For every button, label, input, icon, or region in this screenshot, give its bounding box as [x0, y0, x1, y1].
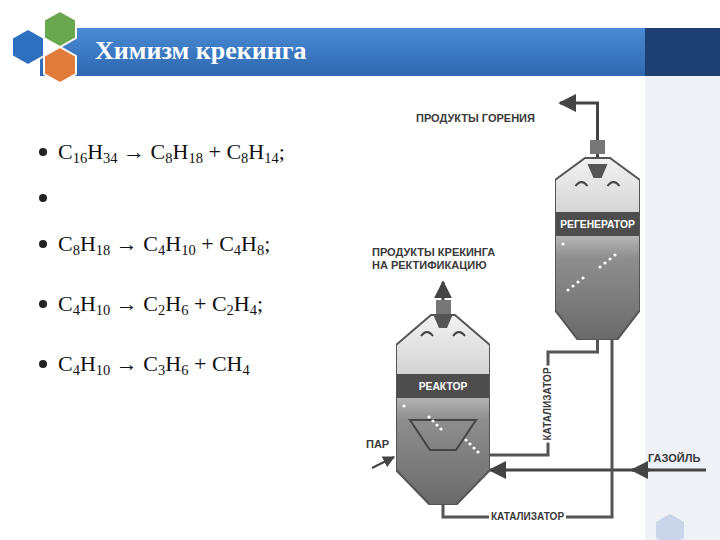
- steam-arrow: [372, 457, 394, 468]
- vessel-outline: [396, 300, 490, 505]
- regenerator-vessel: РЕГЕНЕРАТОР: [555, 150, 640, 340]
- slide-title: Химизм крекинга: [95, 33, 306, 69]
- catalyst-pipe: [490, 340, 598, 455]
- reaction-equation: C16H34 → C8H18 + C8H14;: [58, 139, 285, 165]
- bubble: [464, 438, 467, 441]
- bubble: [402, 404, 405, 407]
- reaction-equation: C4H10 → C3H6 + CH4: [58, 351, 250, 377]
- bubble: [566, 288, 569, 291]
- reactor-vessel: РЕАКТОР: [396, 300, 490, 505]
- bullet: [39, 194, 47, 202]
- title-bar: [40, 28, 645, 76]
- bubble: [613, 253, 616, 256]
- reaction-equation: C4H10 → C2H6 + C2H4;: [58, 291, 263, 317]
- bubble: [435, 423, 438, 426]
- flow-label: ПРОДУКТЫ КРЕКИНГА НА РЕКТИФИКАЦИЮ: [372, 246, 512, 272]
- bullet: [39, 300, 47, 308]
- bubble: [598, 265, 601, 268]
- bullet: [39, 240, 47, 248]
- bubble: [571, 284, 574, 287]
- bubble: [608, 257, 611, 260]
- bubble: [439, 427, 442, 430]
- gasoil-arrow: [632, 469, 650, 472]
- hex-corner: [656, 514, 684, 540]
- regenerator-top-nozzle: [590, 140, 605, 154]
- label-band: [397, 374, 489, 398]
- pipe-label: КАТАЛИЗАТОР: [489, 511, 566, 523]
- bullet: [39, 360, 47, 368]
- flow-label: ПРОДУКТЫ ГОРЕНИЯ: [416, 112, 596, 125]
- reactor-top-nozzle: [436, 300, 451, 316]
- flow-arrows: [576, 182, 620, 186]
- bubble: [603, 261, 606, 264]
- vessel-outline: [555, 150, 640, 340]
- bubble: [472, 446, 475, 449]
- title-bar-end: [645, 28, 720, 76]
- flow-label: ПАР: [366, 438, 389, 451]
- vessel-shell: [396, 315, 490, 505]
- hex-green: [44, 11, 76, 47]
- flow-arrows: [421, 332, 465, 336]
- gasoil-pipe: [490, 469, 706, 472]
- bullet: [39, 148, 47, 156]
- hex-blue: [12, 29, 44, 65]
- reaction-equation: C8H18 → C4H10 + C4H8;: [58, 231, 270, 257]
- bubble: [427, 415, 430, 418]
- vessel-label: РЕАКТОР: [396, 374, 490, 398]
- vessel-shell: [555, 158, 640, 340]
- vessel-label: РЕГЕНЕРАТОР: [555, 212, 640, 236]
- label-band: [556, 212, 639, 236]
- inlet-funnel: [588, 164, 608, 178]
- flow-label: ГАЗОЙЛЬ: [648, 452, 700, 465]
- inlet-funnel: [433, 314, 453, 328]
- bubble: [576, 280, 579, 283]
- pipe-label: КАТАЛИЗАТОР: [542, 365, 554, 442]
- distributor-cone: [410, 420, 476, 450]
- bubble: [581, 276, 584, 279]
- bubble: [476, 450, 479, 453]
- bubble: [431, 419, 434, 422]
- bubble: [468, 442, 471, 445]
- bubble: [561, 242, 564, 245]
- hex-orange: [44, 47, 76, 83]
